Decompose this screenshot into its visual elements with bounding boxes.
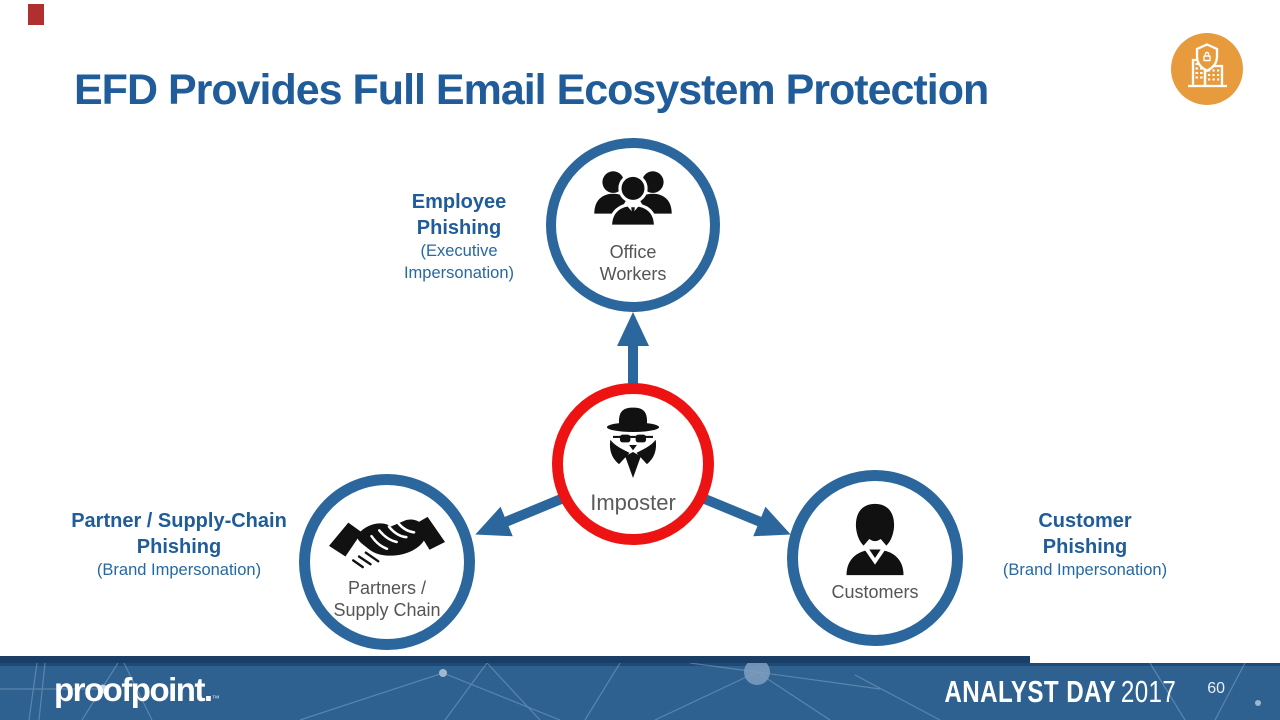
node-label: Office Workers bbox=[599, 242, 667, 284]
node-label: Imposter bbox=[590, 490, 676, 515]
footer-accent-strip bbox=[0, 656, 1030, 663]
proofpoint-logo: proofpoint.™ bbox=[54, 671, 220, 708]
node-customers: Customers bbox=[787, 470, 963, 646]
office-workers-icon bbox=[585, 165, 681, 242]
node-office-workers: Office Workers bbox=[546, 138, 720, 312]
node-label: Partners / Supply Chain bbox=[333, 578, 441, 620]
businesswoman-icon bbox=[837, 501, 913, 582]
page-title: EFD Provides Full Email Ecosystem Protec… bbox=[74, 66, 989, 114]
arrow-to-partners bbox=[475, 492, 568, 537]
callout-employee-phishing: Employee Phishing (Executive Impersonati… bbox=[403, 191, 515, 282]
spy-icon bbox=[589, 405, 677, 490]
node-imposter: Imposter bbox=[552, 383, 714, 545]
network-pattern bbox=[0, 663, 1261, 720]
node-partners-supply-chain: Partners / Supply Chain bbox=[299, 474, 475, 650]
node-label: Customers bbox=[831, 582, 919, 602]
page-number: 60 bbox=[1207, 680, 1225, 697]
callout-customer-phishing: Customer Phishing (Brand Impersonation) bbox=[1002, 510, 1168, 579]
callout-partner-phishing: Partner / Supply-Chain Phishing (Brand I… bbox=[71, 510, 287, 579]
handshake-icon bbox=[329, 511, 445, 578]
red-marker bbox=[28, 4, 44, 25]
trademark-symbol: ™ bbox=[211, 694, 220, 703]
building-shield-icon bbox=[1169, 31, 1245, 107]
arrow-to-customers bbox=[698, 492, 791, 537]
